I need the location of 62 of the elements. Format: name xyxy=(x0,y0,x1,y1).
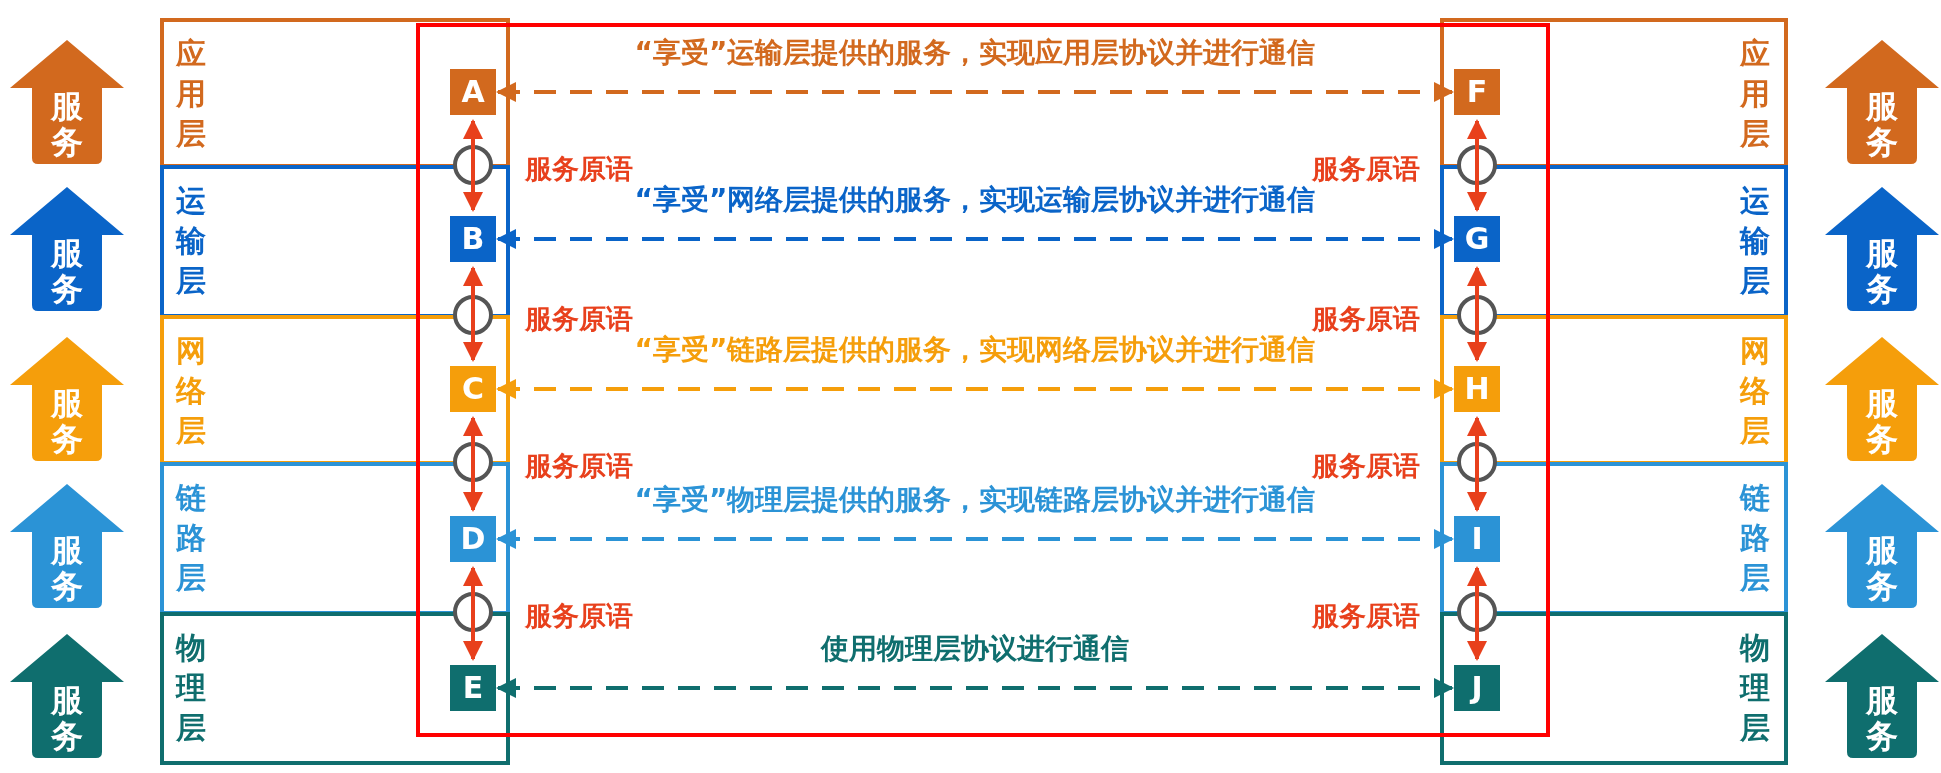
arrow xyxy=(1467,566,1487,661)
letter-box: A xyxy=(450,69,496,115)
layer-label: 物理层 xyxy=(1740,629,1771,747)
service-shape: 服务 xyxy=(1823,335,1941,461)
layer-label: 应用层 xyxy=(1740,35,1771,153)
service-shape: 服务 xyxy=(8,38,126,164)
edge-label: 使用物理层协议进行通信 xyxy=(819,632,1130,666)
service-shape: 服务 xyxy=(1823,38,1941,164)
letter-box: F xyxy=(1454,69,1500,115)
layer-box xyxy=(160,18,510,168)
arrow xyxy=(463,416,483,512)
service-shape: 服务 xyxy=(1823,632,1941,758)
layer-box xyxy=(1440,612,1788,765)
arrow xyxy=(496,82,1454,102)
arrow xyxy=(463,266,483,362)
layer-box xyxy=(1440,315,1788,465)
arrow xyxy=(496,229,1454,249)
primitive-label: 服务原语 xyxy=(525,153,633,185)
service-shape: 服务 xyxy=(1823,482,1941,608)
arrow xyxy=(1467,119,1487,212)
letter-box: H xyxy=(1454,366,1500,412)
layer-label: 物理层 xyxy=(176,629,207,747)
service-shape: 服务 xyxy=(8,632,126,758)
service-shape: 服务 xyxy=(8,335,126,461)
primitive-label: 服务原语 xyxy=(1312,600,1420,632)
primitive-label: 服务原语 xyxy=(1312,450,1420,482)
primitive-label: 服务原语 xyxy=(525,303,633,335)
layer-box xyxy=(160,612,510,765)
arrow xyxy=(463,566,483,661)
arrow xyxy=(1467,266,1487,362)
arrow xyxy=(496,379,1454,399)
arrow xyxy=(1467,416,1487,512)
layer-box xyxy=(160,165,510,318)
primitive-label: 服务原语 xyxy=(525,450,633,482)
letter-box: B xyxy=(450,216,496,262)
layer-box xyxy=(1440,18,1788,168)
layer-box xyxy=(160,462,510,615)
service-shape: 服务 xyxy=(1823,185,1941,311)
primitive-label: 服务原语 xyxy=(1312,153,1420,185)
primitive-label: 服务原语 xyxy=(1312,303,1420,335)
layer-label: 运输层 xyxy=(176,182,207,300)
letter-box: E xyxy=(450,665,496,711)
letter-box: C xyxy=(450,366,496,412)
layer-label: 运输层 xyxy=(1740,182,1771,300)
layer-label: 链路层 xyxy=(176,479,207,597)
primitive-label: 服务原语 xyxy=(525,600,633,632)
arrow xyxy=(496,678,1454,698)
layer-box xyxy=(1440,462,1788,615)
arrow xyxy=(496,529,1454,549)
layer-label: 链路层 xyxy=(1740,479,1771,597)
layer-label: 网络层 xyxy=(176,332,207,450)
service-shape: 服务 xyxy=(8,185,126,311)
layer-box xyxy=(160,315,510,465)
arrow xyxy=(463,119,483,212)
layer-label: 网络层 xyxy=(1740,332,1771,450)
service-shape: 服务 xyxy=(8,482,126,608)
letter-box: I xyxy=(1454,516,1500,562)
layer-box xyxy=(1440,165,1788,318)
letter-box: G xyxy=(1454,216,1500,262)
letter-box: J xyxy=(1454,665,1500,711)
layer-label: 应用层 xyxy=(176,35,207,153)
letter-box: D xyxy=(450,516,496,562)
